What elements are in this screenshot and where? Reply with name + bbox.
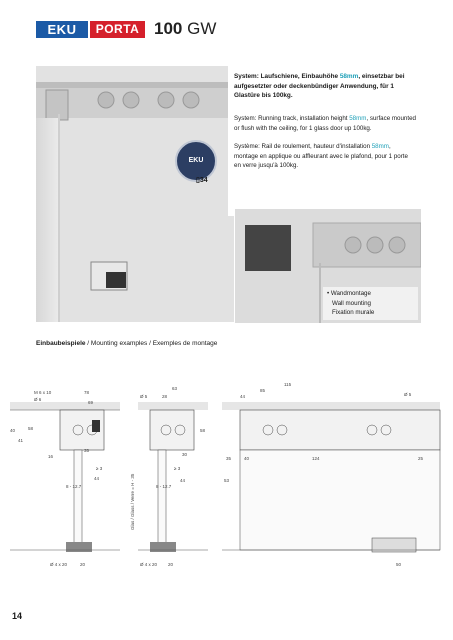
d2-label-o5: Ø 5	[140, 394, 148, 399]
eku-logo: EKU	[36, 21, 88, 38]
d2-label-screw: Ø 4 x 20	[140, 562, 158, 567]
drawing-flush-mount: 63 Ø 5 28 58 30 ≥ 3 8 - 12.7 44 Glas / G…	[130, 386, 208, 567]
page-number: 14	[12, 611, 23, 621]
d1-label-20: 20	[80, 562, 86, 567]
wall-note-de: • Wandmontage	[327, 290, 371, 297]
glass-door-edge	[36, 118, 58, 322]
examples-heading-rest: / Mounting examples / Exemples de montag…	[85, 340, 218, 347]
d1-label-o6: Ø 6	[34, 397, 42, 402]
system-description-fr: Système: Rail de roulement, hauteur d'in…	[234, 143, 408, 169]
d3-label-25: 25	[418, 456, 424, 461]
d3-label-115: 115	[284, 382, 292, 387]
system-description-de: System: Laufschiene, Einbauhöhe 58mm, ei…	[234, 73, 405, 99]
d2-label-63: 63	[172, 386, 178, 391]
d1-label-41: 41	[18, 438, 24, 443]
d3-label-124: 124	[312, 456, 320, 461]
d1-label-69: 69	[88, 400, 94, 405]
cert-mark: ▯34	[196, 177, 208, 184]
d2-label-44: 44	[180, 478, 186, 483]
d1-label-44: 44	[94, 476, 100, 481]
d3-label-40: 40	[244, 456, 250, 461]
d2-label-28: 28	[162, 394, 168, 399]
drawing-ceiling-mount-1: M 6 x 10 78 Ø 6 69 40 58 41 16 35 8 - 12…	[10, 390, 120, 567]
examples-heading: Einbaubeispiele / Mounting examples / Ex…	[36, 340, 217, 347]
technical-drawings: M 6 x 10 78 Ø 6 69 40 58 41 16 35 8 - 12…	[10, 382, 441, 567]
d1-label-58: 58	[28, 426, 34, 431]
d1-label-40: 40	[10, 428, 16, 433]
d1-label-78: 78	[84, 390, 90, 395]
d1-label-35: 35	[84, 448, 90, 453]
drawing-front-view: 115 85 44 Ø 5 35 40 124 53 25 50	[222, 382, 441, 567]
d3-label-85: 85	[260, 388, 266, 393]
d1-label-range: 8 - 12.7	[66, 484, 82, 489]
model-number: 100	[154, 19, 183, 38]
d2-label-glass: Glas / Glass / Verre = H - 35	[130, 473, 135, 530]
d2-label-30: 30	[182, 452, 188, 457]
d3-label-50: 50	[396, 562, 402, 567]
d1-label-screw: Ø 4 x 20	[50, 562, 68, 567]
quality-seal-icon: EKU	[175, 140, 217, 182]
model-title: 100 GW	[154, 19, 216, 39]
d1-label-ge3: ≥ 3	[96, 466, 103, 471]
description-box	[228, 66, 420, 216]
d2-label-range: 8 - 12.7	[156, 484, 172, 489]
d2-label-20: 20	[168, 562, 174, 567]
porta-logo: PORTA	[90, 21, 145, 38]
d3-label-o5: Ø 5	[404, 392, 412, 397]
system-description-en: System: Running track, installation heig…	[234, 115, 416, 132]
d2-label-58: 58	[200, 428, 206, 433]
d3-label-44: 44	[240, 394, 246, 399]
d3-label-53: 53	[224, 478, 230, 483]
examples-heading-de: Einbaubeispiele	[36, 340, 86, 347]
d3-label-35: 35	[226, 456, 232, 461]
wall-note-fr: Fixation murale	[332, 309, 375, 316]
wall-mount-note: • Wandmontage Wall mounting Fixation mur…	[323, 287, 418, 320]
d1-label-16: 16	[48, 454, 54, 459]
wall-note-en: Wall mounting	[332, 299, 371, 307]
d2-label-ge3: ≥ 3	[174, 466, 181, 471]
model-suffix: GW	[187, 19, 217, 38]
d1-label-m6: M 6 x 10	[34, 390, 52, 395]
